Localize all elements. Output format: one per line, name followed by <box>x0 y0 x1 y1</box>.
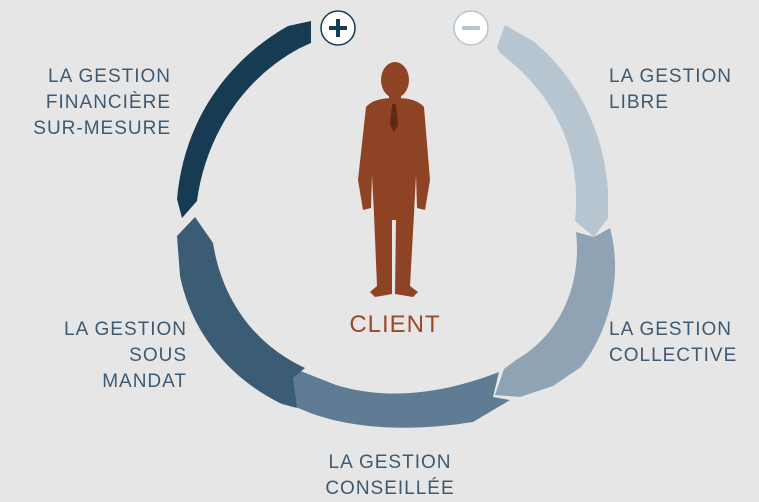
label-line: LA GESTION <box>48 66 171 87</box>
label-line: CONSEILLÉE <box>325 478 455 499</box>
label-line: LA GESTION <box>328 452 452 473</box>
label-line: LA GESTION <box>609 319 732 340</box>
label-gestion-sous-mandat: LA GESTION SOUS MANDAT <box>64 317 187 395</box>
segment-arrow-collective <box>495 228 616 397</box>
businessman-icon <box>358 62 430 297</box>
label-gestion-collective: LA GESTION COLLECTIVE <box>609 317 737 369</box>
segment-arrow-sur-mesure <box>177 21 311 218</box>
label-line: FINANCIÈRE <box>45 92 171 113</box>
segment-arrow-libre <box>497 25 608 237</box>
label-line: MANDAT <box>102 371 187 392</box>
client-label: CLIENT <box>349 311 441 338</box>
label-gestion-sur-mesure: LA GESTION FINANCIÈRE SUR-MESURE <box>33 64 171 142</box>
segment-arrow-conseillee <box>291 370 510 428</box>
label-line: LA GESTION <box>64 319 187 340</box>
plus-indicator <box>320 10 356 46</box>
label-gestion-libre: LA GESTION LIBRE <box>609 64 732 116</box>
label-line: COLLECTIVE <box>609 345 738 366</box>
label-line: LA GESTION <box>609 66 732 87</box>
segment-arrow-sous-mandat <box>177 217 305 408</box>
label-line: SUR-MESURE <box>33 118 171 139</box>
minus-indicator <box>453 10 489 46</box>
label-line: LIBRE <box>609 92 669 113</box>
label-line: SOUS <box>129 345 187 366</box>
label-gestion-conseillee: LA GESTION CONSEILLÉE <box>320 450 460 502</box>
